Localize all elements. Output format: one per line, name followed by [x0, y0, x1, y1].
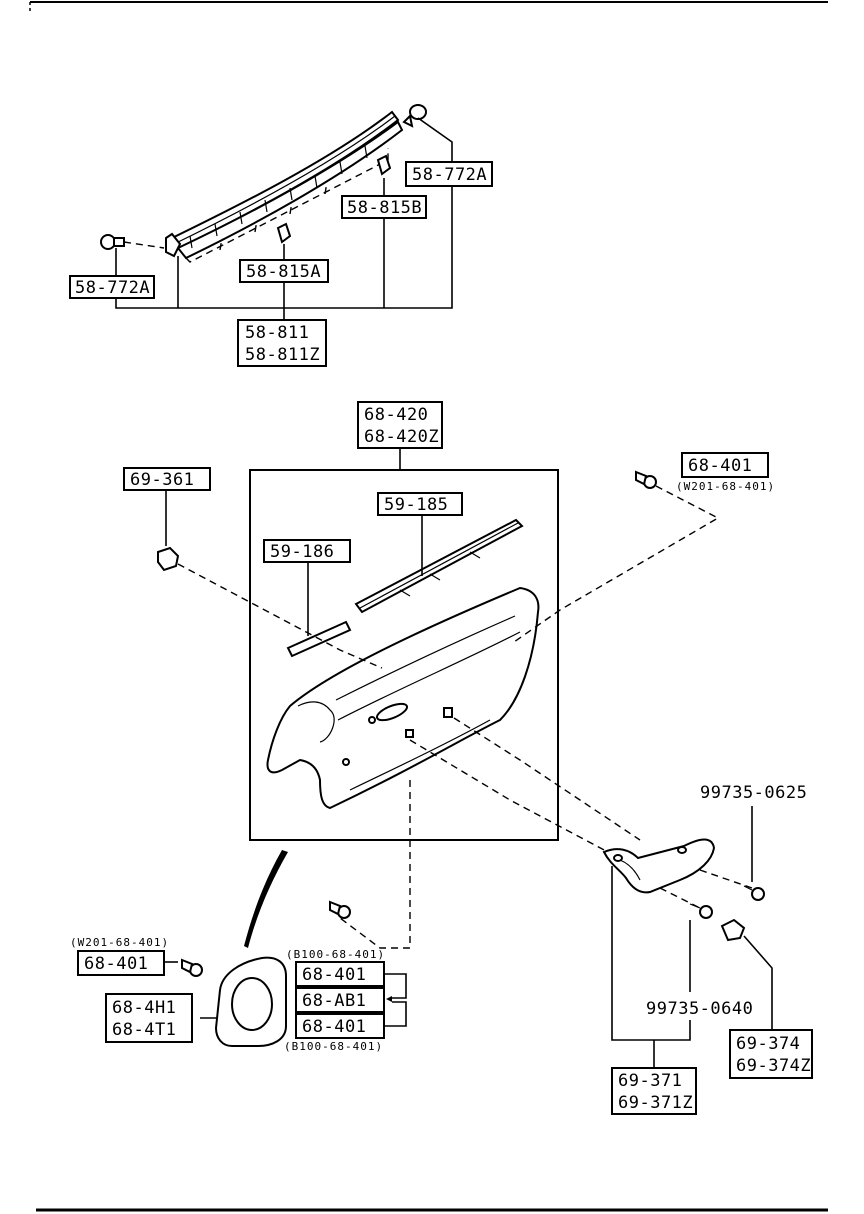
label-58-772a-right: 58-772A [412, 165, 487, 185]
screw-99735-0640-icon [689, 903, 713, 919]
label-59-185: 59-185 [384, 495, 448, 515]
clip-69-374-icon [720, 918, 746, 942]
note-b100-top: (B100-68-401) [286, 948, 385, 961]
label-69-361: 69-361 [130, 470, 194, 490]
label-box-68-ab1 [295, 987, 385, 1013]
label-box-58-772a-left [69, 275, 155, 299]
label-99735-0625: 99735-0625 [700, 783, 807, 803]
clip-58-815b-icon [376, 154, 392, 176]
label-69-374z: 69-374Z [736, 1056, 811, 1076]
label-box-68-401-mid2 [295, 1013, 385, 1039]
label-58-772a-left: 58-772A [75, 278, 150, 298]
label-box-68-401-left [77, 950, 165, 976]
label-58-815b: 58-815B [347, 198, 422, 218]
label-box-68-401-top [681, 452, 769, 478]
note-w201-top: (W201-68-401) [676, 480, 775, 493]
molding-59-185 [354, 518, 524, 614]
label-box-69-374 [729, 1029, 813, 1079]
label-68-420z: 68-420Z [364, 427, 439, 447]
label-box-58-811 [237, 319, 327, 367]
label-box-58-815a [239, 259, 329, 283]
label-box-69-371 [611, 1067, 697, 1115]
label-box-69-361 [123, 467, 211, 491]
label-68-4h1: 68-4H1 [112, 998, 176, 1018]
label-box-59-185 [377, 492, 463, 516]
label-58-815a: 58-815A [246, 262, 321, 282]
bracket-69-371 [602, 838, 716, 894]
label-68-420: 68-420 [364, 405, 428, 425]
label-68-401-mid1: 68-401 [302, 965, 366, 985]
screw-99735-0625-icon [743, 885, 765, 901]
label-68-401-left: 68-401 [84, 954, 148, 974]
clip-68-401-center-icon [329, 900, 351, 919]
clip-69-361-icon [157, 546, 180, 572]
label-69-371z: 69-371Z [618, 1093, 693, 1113]
label-box-58-772a-right [405, 161, 493, 187]
label-99735-0640: 99735-0640 [646, 999, 753, 1019]
label-69-371: 69-371 [618, 1071, 682, 1091]
label-box-68-4h1 [105, 993, 193, 1043]
label-box-59-186 [263, 539, 351, 563]
label-box-68-401-mid1 [295, 961, 385, 987]
door-trim-panel [266, 586, 540, 810]
speaker-cover-68-4h1 [214, 956, 287, 1047]
note-w201-left: (W201-68-401) [70, 936, 169, 949]
label-68-401-mid2: 68-401 [302, 1017, 366, 1037]
label-59-186: 59-186 [270, 542, 334, 562]
clip-58-772a-left-icon [100, 234, 125, 250]
label-69-374: 69-374 [736, 1034, 800, 1054]
door-trim-frame [249, 469, 559, 841]
pointer-wedge [244, 850, 288, 948]
note-b100-bottom: (B100-68-401) [284, 1040, 383, 1053]
label-68-401-top: 68-401 [688, 456, 752, 476]
label-58-811: 58-811 [245, 323, 309, 343]
weatherstrip-assembly [165, 110, 404, 263]
clip-68-401-left-icon [181, 958, 203, 977]
clip-68-401-top-icon [635, 470, 657, 489]
clip-58-772a-right-icon [402, 104, 427, 128]
label-68-4t1: 68-4T1 [112, 1020, 176, 1040]
label-box-58-815b [341, 195, 427, 219]
label-58-811z: 58-811Z [245, 345, 320, 365]
clip-58-815a-icon [276, 222, 292, 244]
label-68-ab1: 68-AB1 [302, 991, 366, 1011]
